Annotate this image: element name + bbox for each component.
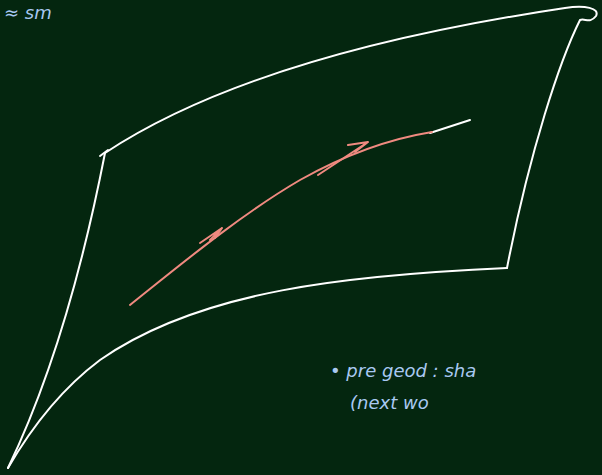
note-text: ≈ sm <box>4 2 52 24</box>
curve-tail <box>430 120 470 133</box>
tangent-arrow <box>318 142 368 175</box>
surface-outline-top-right <box>105 7 597 268</box>
surface-corner <box>100 150 108 156</box>
surface-outline-bottom <box>8 268 507 468</box>
geodesic-curve <box>130 132 432 305</box>
note-text: • pre geod : sha <box>330 360 476 382</box>
surface-outline-left <box>8 153 105 468</box>
note-text: (next wo <box>350 392 429 414</box>
tangent-arrow <box>200 228 222 243</box>
